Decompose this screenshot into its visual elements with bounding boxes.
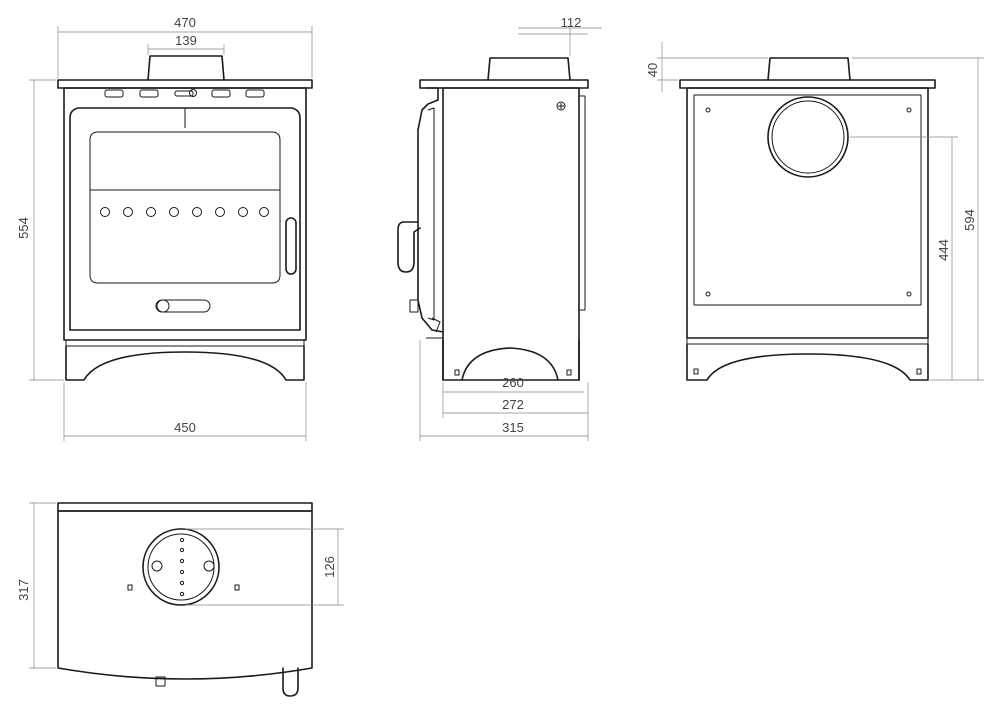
rear-screw [906, 107, 912, 113]
side-bolt [556, 101, 566, 111]
rear-flue-outlet-inner [771, 100, 845, 174]
rivet [169, 207, 179, 217]
side-foot-hole [566, 369, 572, 376]
front-legs [65, 345, 305, 381]
door-handle [285, 217, 297, 275]
side-leg-arch [461, 347, 559, 381]
side-flue-outlet [487, 57, 571, 81]
rivet [146, 207, 156, 217]
rivet [192, 207, 202, 217]
air-slot [211, 89, 231, 98]
rear-top-plate [679, 79, 936, 89]
air-slot [139, 89, 159, 98]
dim-front-height: 554 [16, 217, 31, 239]
top-view-spigot-hole [179, 537, 185, 543]
rear-body [686, 87, 929, 339]
dim-flue-diameter: 126 [322, 556, 337, 578]
air-control-lever [174, 90, 194, 97]
dim-top-depth: 317 [16, 579, 31, 601]
rear-panel [693, 94, 922, 306]
rear-screw [705, 107, 711, 113]
top-view: 317 126 [16, 502, 344, 697]
rear-foot-hole [693, 368, 699, 375]
dim-flue-centre-height: 444 [936, 239, 951, 261]
dim-flue-collar-width: 139 [175, 33, 197, 48]
top-view-flue-ring [142, 528, 220, 606]
top-view-flue-clip [151, 560, 163, 572]
front-view: 470 139 554 450 [16, 15, 313, 441]
rivet [123, 207, 133, 217]
side-body [442, 87, 580, 381]
dim-flue-outlet: 112 [561, 15, 582, 30]
rear-screw [906, 291, 912, 297]
dim-depth-315: 315 [502, 420, 524, 435]
side-door-inner [427, 107, 435, 321]
top-view-handle [282, 667, 299, 697]
door-glass [89, 131, 281, 284]
dim-depth-272: 272 [502, 397, 524, 412]
side-foot-hole [454, 369, 460, 376]
front-flue-collar [147, 55, 225, 81]
rivet [215, 207, 225, 217]
lower-air-knob [156, 299, 170, 313]
rivet [100, 207, 110, 217]
top-view-spigot-hole [179, 569, 185, 575]
rear-plinth [686, 337, 929, 345]
top-view-outline [57, 510, 313, 680]
side-rear-flange [578, 95, 586, 311]
rivet [238, 207, 248, 217]
front-top-plate [57, 79, 313, 89]
side-top-plate [419, 79, 589, 89]
rivet [259, 207, 269, 217]
side-door-profile [417, 87, 444, 333]
dim-top-plate: 40 [645, 63, 660, 77]
front-plinth [65, 339, 305, 347]
air-slot [245, 89, 265, 98]
top-view-flue-clip [203, 560, 215, 572]
top-view-spigot-hole [179, 580, 185, 586]
dim-overall-width: 470 [174, 15, 196, 30]
dim-base-width: 450 [174, 420, 196, 435]
rear-screw [705, 291, 711, 297]
rear-flue-outlet-ring [767, 96, 849, 178]
rear-foot-hole [916, 368, 922, 375]
top-view-spigot-hole [179, 558, 185, 564]
dim-depth-260: 260 [502, 375, 524, 390]
air-control-knob [189, 89, 197, 97]
side-lower-control [409, 299, 419, 313]
top-view-control [155, 676, 166, 687]
top-view-fixing [127, 584, 133, 591]
front-door [69, 107, 301, 331]
rear-view: 40 594 444 [645, 42, 984, 381]
top-view-spigot-hole [179, 547, 185, 553]
side-lower-bracket [431, 317, 441, 333]
lower-air-control [155, 299, 211, 313]
top-view-spigot-hole [179, 591, 185, 597]
top-view-fixing [234, 584, 240, 591]
side-handle [397, 221, 421, 273]
top-view-rear-plate [57, 502, 313, 512]
side-view: 112 260 272 315 [397, 15, 602, 441]
side-legs-outline [442, 339, 580, 381]
rear-legs [686, 343, 929, 381]
dim-rear-height: 594 [962, 209, 977, 231]
air-slot [104, 89, 124, 98]
rear-flue-collar [767, 57, 851, 81]
